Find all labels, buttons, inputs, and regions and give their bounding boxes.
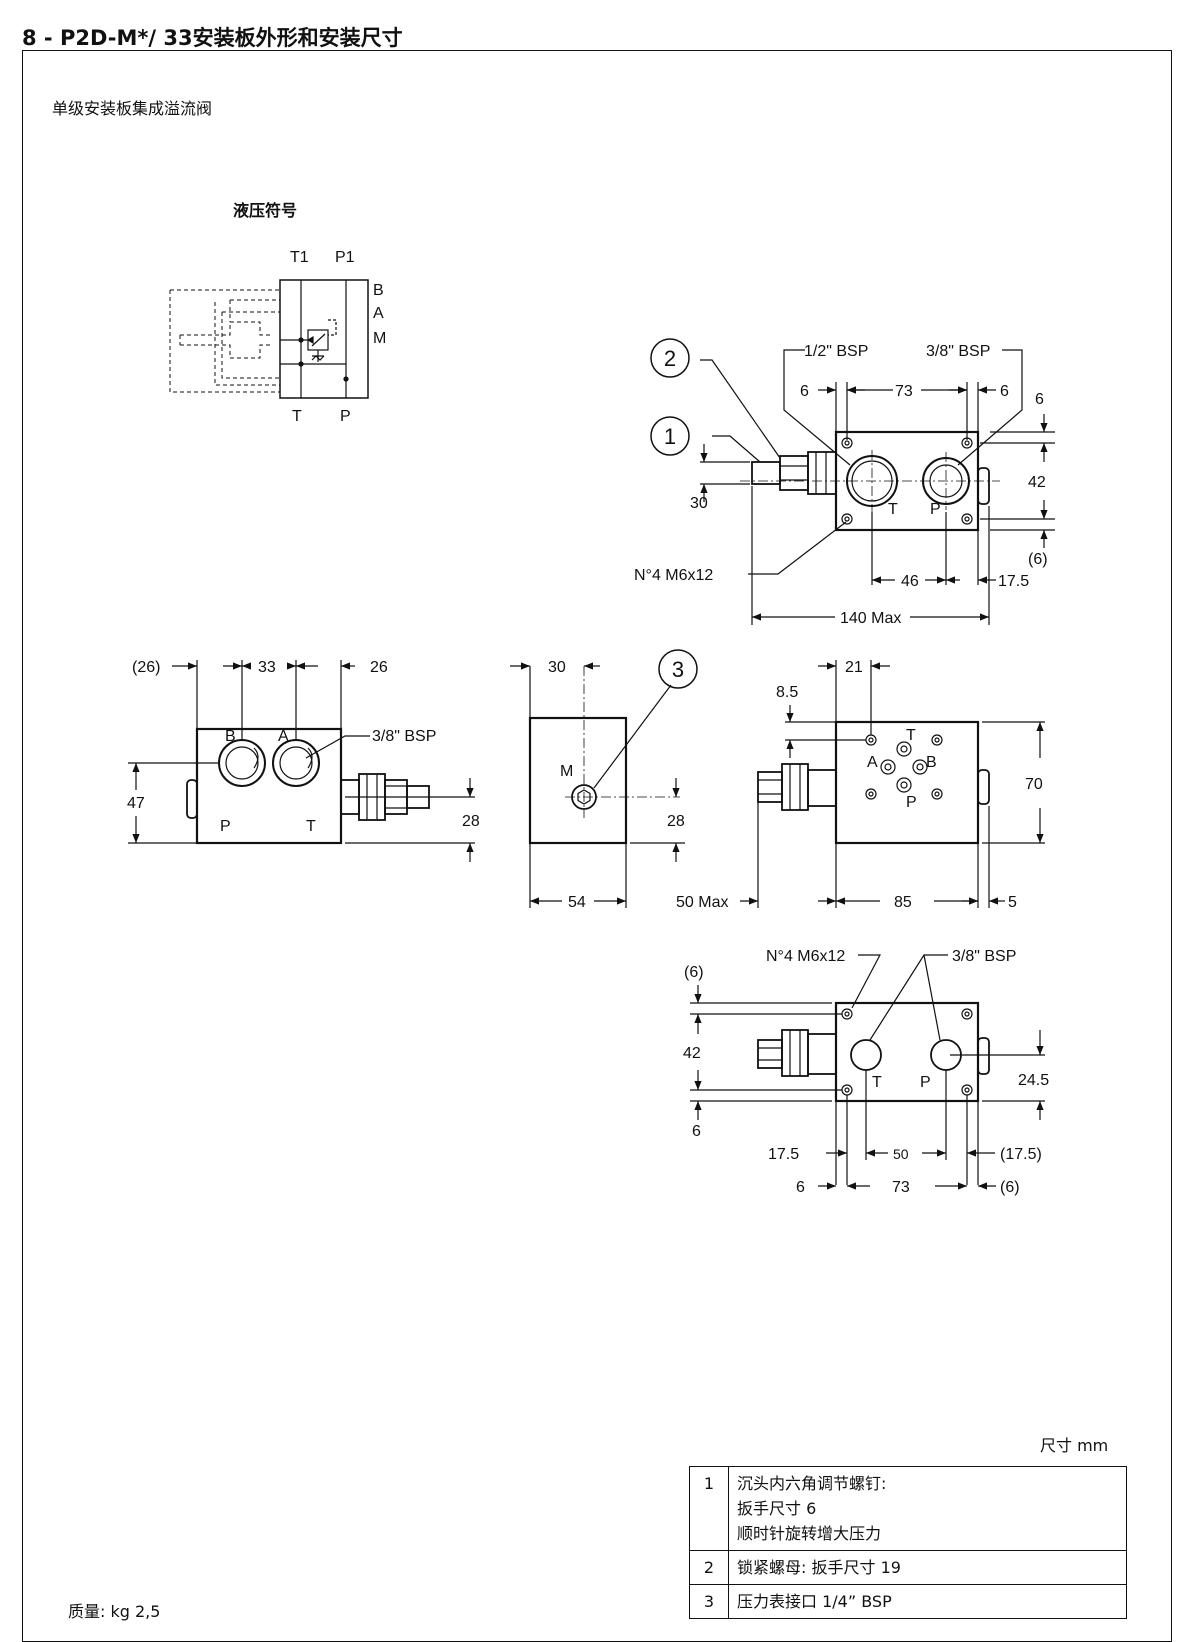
top-dim-6-right: 6	[1000, 383, 1009, 400]
right-side-view: T A B P 21 8.5 70 50 Max 85 5	[676, 659, 1045, 911]
right-dim-85: 85	[894, 894, 912, 911]
top-bsp-38: 3/8" BSP	[926, 343, 990, 360]
left-dim-26: 26	[370, 659, 388, 676]
bottom-screws: N°4 M6x12	[766, 948, 845, 965]
note-line: 扳手尺寸 6	[737, 1499, 817, 1518]
symbol-port-p: P	[340, 408, 351, 425]
symbol-port-t1: T1	[290, 249, 309, 266]
left-dim-28: 28	[462, 813, 480, 830]
left-dim-33: 33	[258, 659, 276, 676]
note-number: 3	[689, 1584, 729, 1619]
end-dim-54: 54	[568, 894, 586, 911]
hydraulic-symbol: 液压符号 T1 P1 B A M T P	[169, 201, 386, 425]
symbol-port-t: T	[292, 408, 302, 425]
top-dim-73: 73	[895, 383, 913, 400]
top-dim-46: 46	[901, 573, 919, 590]
right-port-a: A	[867, 754, 878, 771]
left-dim-47: 47	[127, 795, 145, 812]
right-dim-70: 70	[1025, 776, 1043, 793]
note-number: 1	[689, 1466, 729, 1551]
right-port-b: B	[926, 754, 937, 771]
bottom-dim-24-5: 24.5	[1018, 1072, 1049, 1089]
unit-note: 尺寸 mm	[1040, 1436, 1109, 1455]
symbol-port-a: A	[373, 305, 384, 322]
right-dim-50max: 50 Max	[676, 894, 728, 911]
bottom-dim-17-5: 17.5	[768, 1146, 799, 1163]
note-line: 锁紧螺母: 扳手尺寸 19	[737, 1558, 901, 1577]
bottom-dim-42: 42	[683, 1045, 701, 1062]
note-row: 3 压力表接口 1/4” BSP	[689, 1584, 1127, 1619]
bottom-bsp-38: 3/8" BSP	[952, 948, 1016, 965]
right-dim-5: 5	[1008, 894, 1017, 911]
top-dim-140max: 140 Max	[840, 610, 901, 627]
notes-table: 1 沉头内六角调节螺钉: 扳手尺寸 6 顺时针旋转增大压力 2 锁紧螺母: 扳手…	[689, 1466, 1127, 1619]
right-port-p: P	[906, 794, 917, 811]
bottom-port-p: P	[920, 1074, 931, 1091]
top-view: T P 1/2" BSP 3/8" BSP N°4 M6x12 2 1	[634, 338, 1055, 627]
top-dim-30: 30	[690, 495, 708, 512]
right-port-t: T	[906, 727, 916, 744]
top-dim-42: 42	[1028, 474, 1046, 491]
left-port-a: A	[278, 728, 289, 745]
symbol-port-m: M	[373, 330, 386, 347]
top-bsp-half: 1/2" BSP	[804, 343, 868, 360]
note-line: 沉头内六角调节螺钉:	[737, 1474, 887, 1493]
top-port-t: T	[888, 501, 898, 518]
callout-1: 1	[664, 424, 676, 449]
callout-2: 2	[664, 346, 676, 371]
left-bsp-38: 3/8" BSP	[372, 728, 436, 745]
hydraulic-symbol-heading: 液压符号	[233, 201, 297, 220]
end-dim-28: 28	[667, 813, 685, 830]
end-port-m: M	[560, 763, 573, 780]
note-number: 2	[689, 1550, 729, 1585]
bottom-dim-6-bot: 6	[796, 1179, 805, 1196]
page-title: 8 - P2D-M*/ 33安装板外形和安装尺寸	[22, 26, 403, 50]
top-dim-6-paren: (6)	[1028, 551, 1048, 568]
symbol-port-b: B	[373, 282, 384, 299]
right-dim-8-5: 8.5	[776, 684, 798, 701]
top-dim-6-top: 6	[1035, 391, 1044, 408]
top-dim-6-left: 6	[800, 383, 809, 400]
left-dim-26-paren: (26)	[132, 659, 160, 676]
bottom-dim-6: 6	[692, 1123, 701, 1140]
subtitle: 单级安装板集成溢流阀	[52, 99, 213, 118]
top-port-p: P	[930, 501, 941, 518]
bottom-dim-6-bot-paren: (6)	[1000, 1179, 1020, 1196]
end-dim-30: 30	[548, 659, 566, 676]
left-side-view: B A P T 3/8" BSP (26) 33 26 47 28	[127, 659, 480, 862]
note-line: 顺时针旋转增大压力	[737, 1524, 882, 1543]
mass-label: 质量: kg 2,5	[68, 1602, 161, 1621]
note-text: 锁紧螺母: 扳手尺寸 19	[728, 1550, 1127, 1585]
bottom-dim-73: 73	[892, 1179, 910, 1196]
note-row: 1 沉头内六角调节螺钉: 扳手尺寸 6 顺时针旋转增大压力	[689, 1466, 1127, 1551]
note-line: 压力表接口 1/4” BSP	[737, 1592, 892, 1611]
left-port-p: P	[220, 818, 231, 835]
bottom-dim-6-paren: (6)	[684, 964, 704, 981]
end-view: M 3 30 28 54	[510, 649, 698, 911]
bottom-dim-17-5-paren: (17.5)	[1000, 1146, 1042, 1163]
left-port-b: B	[225, 728, 236, 745]
symbol-port-p1: P1	[335, 249, 355, 266]
bottom-dim-50: 50	[893, 1146, 909, 1162]
callout-3: 3	[672, 657, 684, 682]
note-text: 压力表接口 1/4” BSP	[728, 1584, 1127, 1619]
bottom-port-t: T	[872, 1074, 882, 1091]
left-port-t: T	[306, 818, 316, 835]
top-dim-17-5: 17.5	[998, 573, 1029, 590]
top-screws: N°4 M6x12	[634, 567, 713, 584]
note-text: 沉头内六角调节螺钉: 扳手尺寸 6 顺时针旋转增大压力	[728, 1466, 1127, 1551]
right-dim-21: 21	[845, 659, 863, 676]
bottom-view: T P N°4 M6x12 3/8" BSP (6) 42 6 24.5	[683, 948, 1049, 1196]
note-row: 2 锁紧螺母: 扳手尺寸 19	[689, 1550, 1127, 1585]
